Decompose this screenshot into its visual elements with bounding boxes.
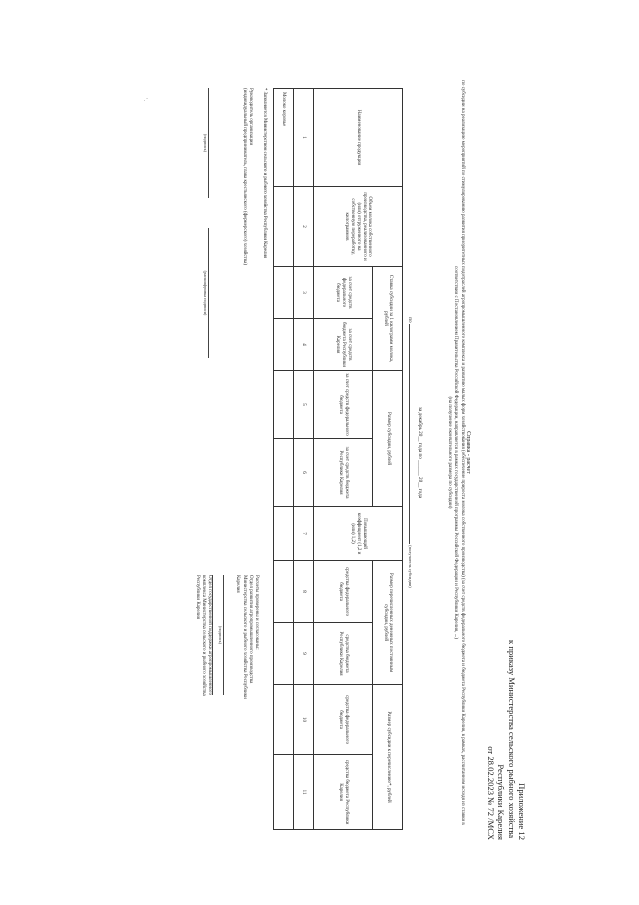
num-cell: 2 xyxy=(293,186,314,267)
hdr-coef: Повышающий коэффициент (1,2 и (или) 1,2) xyxy=(313,506,403,561)
appendix-line2: к приказу Министерства сельского рыбного… xyxy=(506,640,517,839)
num-cell: 6 xyxy=(293,438,314,507)
recipient-line: по (получатель субсидии) xyxy=(407,80,413,825)
appendix-line4: от 28.02.2023 № 72 /МСХ xyxy=(485,746,496,840)
right-sign-line1: Расчеты проверены и согласованы: xyxy=(254,575,259,650)
row-label: Молоко коровье xyxy=(273,88,294,187)
title-heading: Справка - расчет xyxy=(465,431,471,474)
left-sign-caption1: (подпись) xyxy=(202,133,208,153)
right-sign-line7: Республики Карелия xyxy=(194,575,200,620)
hdr-prev-reg: средства бюджета Республики Карелия xyxy=(313,622,373,685)
hdr-due-fed: средства федерального бюджета xyxy=(313,684,373,755)
num-cell: 9 xyxy=(293,622,314,685)
hdr-prev: Размер перечисленных денежных постоянным… xyxy=(372,560,403,685)
signature-line xyxy=(207,228,209,358)
left-signature-block: Руководитель организации (индивидуальный… xyxy=(201,88,253,398)
hdr-rate-fed: за счет средств федерального бюджета xyxy=(313,266,373,319)
period-line: за декабрь 20__ года по ______ 20__ года xyxy=(417,406,423,499)
table-row: Молоко коровье xyxy=(273,88,294,830)
signature-line xyxy=(223,575,225,695)
appendix-block: Приложение 12 к приказу Министерства сел… xyxy=(485,640,527,880)
hdr-volume: Объем молока собственного производства, … xyxy=(313,186,403,267)
hdr-due-reg: средства бюджета Республики Карелия xyxy=(313,754,373,830)
footnote: * Заполняется Министерством сельского и … xyxy=(262,88,267,259)
num-cell: 7 xyxy=(293,506,314,561)
title-body: по субсидии на реализацию мероприятий по… xyxy=(453,80,465,825)
scan-marks: ' . xyxy=(142,98,147,102)
signature-line xyxy=(211,575,213,695)
num-cell: 5 xyxy=(293,370,314,439)
hdr-rate-reg: за счет средств бюджета Республики Карел… xyxy=(313,318,373,371)
appendix-line3: Республики Карелия xyxy=(496,764,507,840)
hdr-due: Размер субсидии к перечислению*, рублей xyxy=(372,684,403,830)
num-cell: 1 xyxy=(293,88,314,187)
right-sign-line6: комплекса Министерства сельского и рыбно… xyxy=(200,575,206,696)
right-sign-caption1: (подпись) xyxy=(218,625,224,645)
table-cell xyxy=(273,506,294,561)
left-sign-line2: (индивидуальный предприниматель, глава к… xyxy=(241,88,247,266)
right-sign-line2: Отдел развития агропромышленного произво… xyxy=(247,575,253,684)
hdr-size: Размер субсидии, рублей xyxy=(372,370,403,507)
num-cell: 10 xyxy=(293,684,314,755)
table-cell xyxy=(273,622,294,685)
document-title: Справка - расчет по субсидии на реализац… xyxy=(446,80,471,825)
table-cell xyxy=(273,438,294,507)
right-sign-line5: Отдел государственной поддержки агропром… xyxy=(206,575,212,695)
signature-line xyxy=(207,88,209,198)
num-cell: 4 xyxy=(293,318,314,371)
left-sign-line1: Руководитель организации xyxy=(248,88,253,146)
num-cell: 3 xyxy=(293,266,314,319)
hdr-size-reg: за счет средств бюджета Республики Карел… xyxy=(313,438,373,507)
hdr-size-fed: за счет средств федерального бюджета xyxy=(313,370,373,439)
hdr-prev-fed: средства федерального бюджета xyxy=(313,560,373,623)
title-sub: (на получение окончательного размера по … xyxy=(447,396,453,509)
calc-table: Наименование продукции Объем молока собс… xyxy=(273,88,403,830)
hdr-name: Наименование продукции xyxy=(313,88,403,187)
table-cell xyxy=(273,266,294,319)
right-sign-line3: Министерства сельского и рыбного хозяйст… xyxy=(241,575,247,699)
table-cell xyxy=(273,684,294,755)
table-cell xyxy=(273,318,294,371)
appendix-line1: Приложение 12 xyxy=(517,783,527,840)
table-cell xyxy=(273,186,294,267)
num-cell: 8 xyxy=(293,560,314,623)
table-cell xyxy=(273,754,294,830)
right-signature-block: Расчеты проверены и согласованы: Отдел р… xyxy=(193,575,259,775)
recipient-caption: (получатель субсидии) xyxy=(408,545,413,588)
hdr-rate: Ставка субсидии за 1 килограмм молока, р… xyxy=(372,266,403,371)
num-cell: 11 xyxy=(293,754,314,830)
left-sign-caption2: (расшифровка подписи) xyxy=(202,270,208,316)
recipient-prefix: по xyxy=(407,317,413,323)
table-cell xyxy=(273,370,294,439)
table-cell xyxy=(273,560,294,623)
